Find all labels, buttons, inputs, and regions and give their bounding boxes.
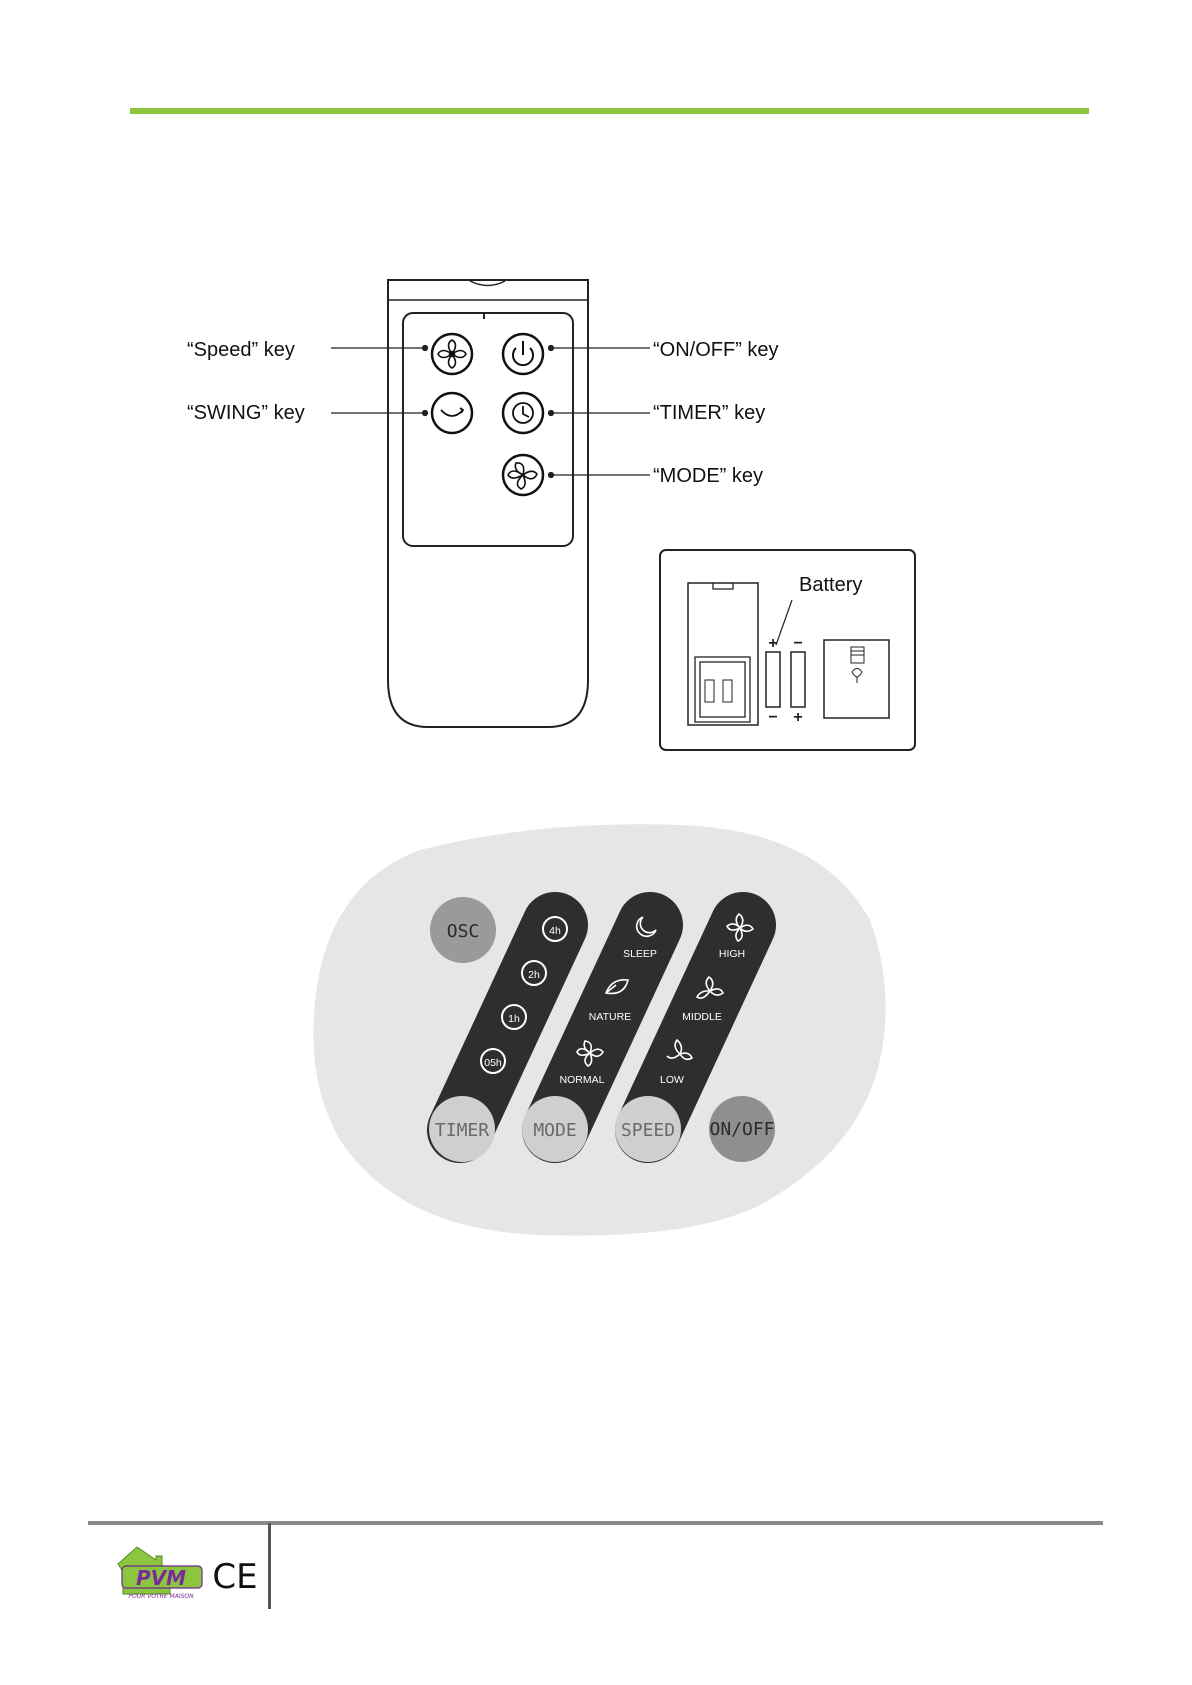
control-panel-illustration: OSC 4h 2h 1h 05h TIMER SLEEP xyxy=(310,820,890,1240)
svg-text:4h: 4h xyxy=(549,925,561,937)
remote-speed-button[interactable] xyxy=(432,334,472,374)
remote-mode-button[interactable] xyxy=(503,455,543,495)
svg-text:−: − xyxy=(793,635,802,652)
battery-label: Battery xyxy=(799,574,862,596)
swing-key-label: “SWING” key xyxy=(187,402,305,424)
onoff-button-label: ON/OFF xyxy=(709,1119,774,1140)
timer-button[interactable]: TIMER xyxy=(429,1096,495,1162)
footer-divider xyxy=(268,1523,271,1609)
speed-button-label: SPEED xyxy=(621,1120,675,1141)
svg-text:05h: 05h xyxy=(484,1057,502,1069)
pvm-logo: PVM POUR VOTRE MAISON xyxy=(118,1547,202,1600)
mode-button[interactable]: MODE xyxy=(522,1096,588,1162)
svg-text:1h: 1h xyxy=(508,1013,520,1025)
speed-button[interactable]: SPEED xyxy=(615,1096,681,1162)
svg-text:2h: 2h xyxy=(528,969,540,981)
onoff-key-label: “ON/OFF” key xyxy=(653,339,779,361)
svg-text:PVM: PVM xyxy=(136,1566,186,1590)
timer-key-label: “TIMER” key xyxy=(653,402,765,424)
remote-swing-button[interactable] xyxy=(432,393,472,433)
svg-text:LOW: LOW xyxy=(660,1074,684,1086)
speed-key-label: “Speed” key xyxy=(187,339,295,361)
header-rule xyxy=(130,108,1089,114)
svg-text:NORMAL: NORMAL xyxy=(560,1074,605,1086)
mode-key-label: “MODE” key xyxy=(653,465,763,487)
svg-text:−: − xyxy=(768,709,777,726)
svg-text:MIDDLE: MIDDLE xyxy=(682,1011,722,1023)
ce-mark: CE xyxy=(212,1557,257,1597)
remote-onoff-button[interactable] xyxy=(503,334,543,374)
timer-button-label: TIMER xyxy=(435,1120,489,1141)
mode-button-label: MODE xyxy=(533,1120,576,1141)
svg-text:+: + xyxy=(793,709,802,726)
remote-timer-button[interactable] xyxy=(503,393,543,433)
footer-rule xyxy=(88,1521,1103,1525)
svg-text:POUR VOTRE MAISON: POUR VOTRE MAISON xyxy=(128,1593,194,1600)
remote-button-panel xyxy=(403,313,573,546)
svg-text:SLEEP: SLEEP xyxy=(623,948,657,960)
onoff-button[interactable]: ON/OFF xyxy=(709,1096,775,1162)
svg-text:HIGH: HIGH xyxy=(719,948,745,960)
footer-logos: PVM POUR VOTRE MAISON CE xyxy=(115,1542,265,1602)
osc-button-label: OSC xyxy=(447,921,480,942)
osc-button[interactable]: OSC xyxy=(430,897,496,963)
svg-text:NATURE: NATURE xyxy=(589,1011,631,1023)
